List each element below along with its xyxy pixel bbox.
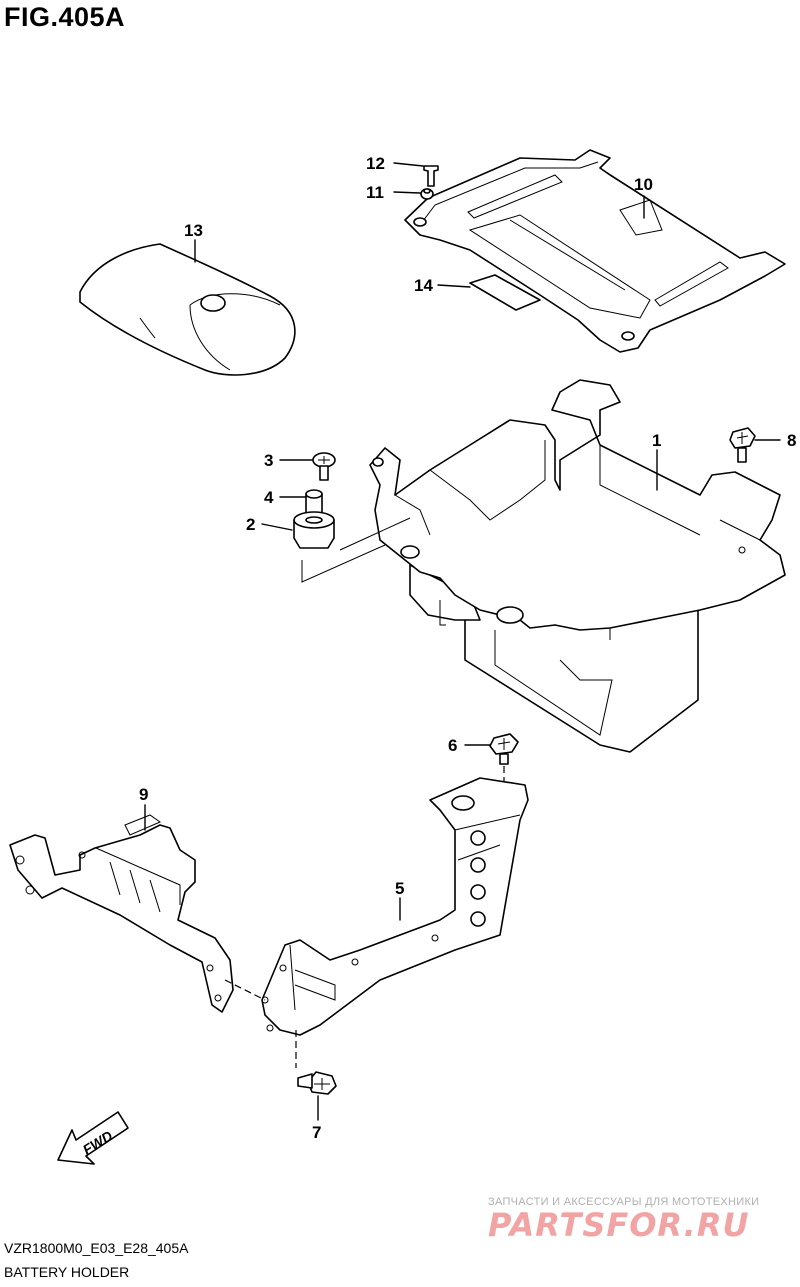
fwd-arrow-icon bbox=[57, 1111, 129, 1165]
grommet-2-part[interactable] bbox=[293, 511, 335, 549]
bracket-9-part[interactable] bbox=[9, 814, 234, 1013]
watermark-tagline: ЗАПЧАСТИ И АКСЕССУАРЫ ДЛЯ МОТОТЕХНИКИ bbox=[488, 1196, 760, 1208]
screw-3-part[interactable] bbox=[312, 452, 336, 481]
clip-nut-11-part[interactable] bbox=[420, 188, 434, 200]
callout-7: 7 bbox=[312, 1123, 321, 1142]
bolt-6-part[interactable] bbox=[489, 733, 519, 765]
callout-1: 1 bbox=[652, 431, 661, 450]
fwd-arrow: FWD bbox=[57, 1111, 129, 1165]
callout-6: 6 bbox=[448, 736, 457, 755]
figure-title: FIG.405A bbox=[4, 2, 126, 32]
callout-5: 5 bbox=[395, 879, 404, 898]
leader-lines bbox=[144, 162, 781, 1121]
callout-4: 4 bbox=[264, 488, 274, 507]
bracket-9-alignment-line bbox=[224, 979, 266, 1001]
battery-cover-plate-part[interactable] bbox=[404, 149, 786, 353]
callout-2: 2 bbox=[246, 515, 255, 534]
figure-code: VZR1800M0_E03_E28_405A bbox=[4, 1240, 189, 1256]
bolt-8-part[interactable] bbox=[729, 427, 756, 463]
callout-12: 12 bbox=[366, 154, 385, 173]
callout-8: 8 bbox=[787, 431, 796, 450]
pad-14-part[interactable] bbox=[469, 274, 541, 311]
grommet-assembly-line-2 bbox=[339, 517, 411, 551]
watermark-logo: PARTSFOR.RU bbox=[488, 1206, 750, 1244]
callout-numbers: 1 2 3 4 5 6 7 8 9 10 11 12 13 14 bbox=[139, 154, 796, 1142]
screw-12-part[interactable] bbox=[423, 165, 439, 187]
battery-holder-tray-part[interactable] bbox=[369, 379, 786, 753]
callout-11: 11 bbox=[366, 183, 384, 202]
bolt-7-part[interactable] bbox=[297, 1071, 337, 1095]
bracket-5-part[interactable] bbox=[261, 777, 529, 1036]
insulator-cover-13-part[interactable] bbox=[79, 243, 296, 376]
callout-9: 9 bbox=[139, 785, 148, 804]
callout-14: 14 bbox=[414, 276, 433, 295]
figure-name: BATTERY HOLDER bbox=[4, 1264, 130, 1280]
callout-10: 10 bbox=[634, 175, 653, 194]
callout-13: 13 bbox=[184, 221, 203, 240]
grommet-assembly-line bbox=[301, 544, 386, 583]
callout-3: 3 bbox=[264, 451, 273, 470]
collar-4-part[interactable] bbox=[305, 489, 323, 515]
